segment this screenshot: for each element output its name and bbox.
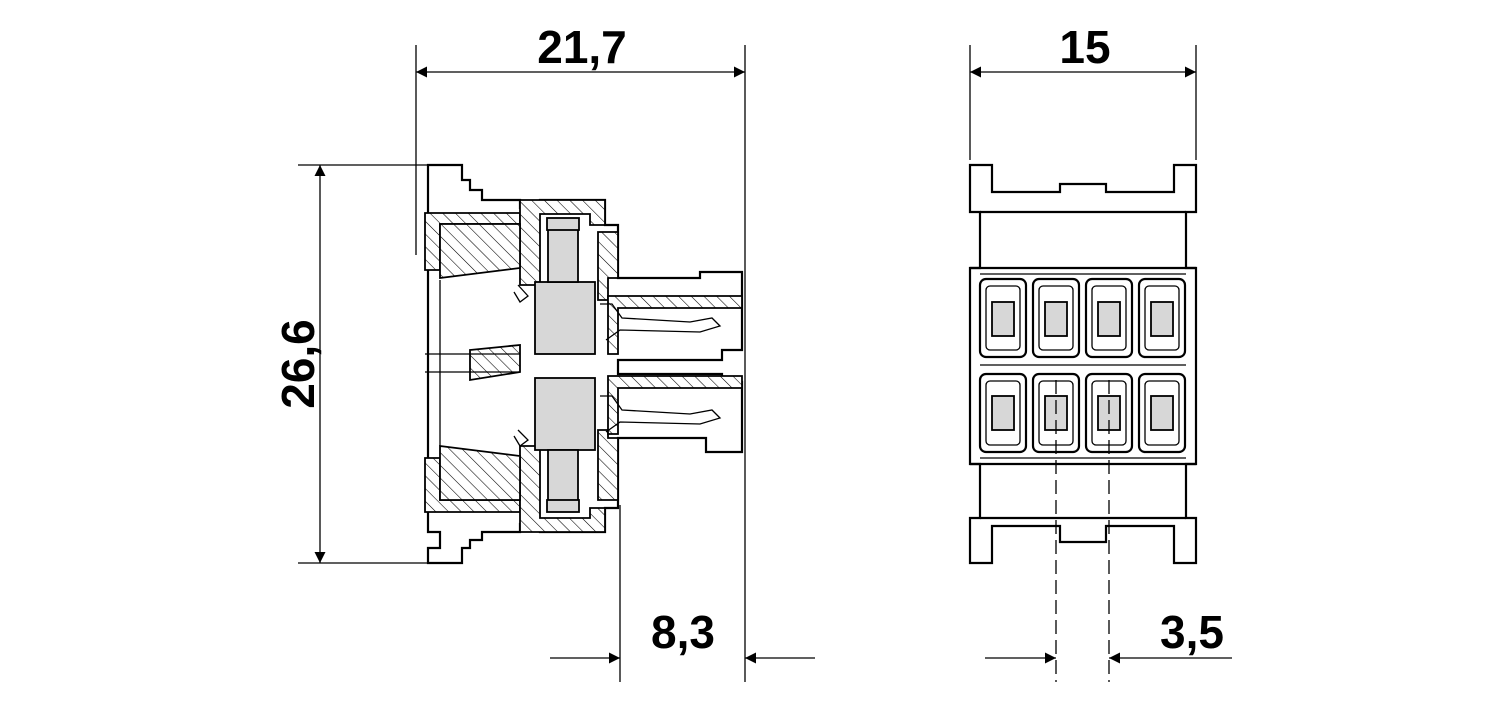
pin-housing-top — [607, 295, 743, 355]
dim-label-width: 15 — [1059, 21, 1110, 73]
clip-upper — [513, 284, 529, 303]
contact-opening — [1137, 372, 1187, 454]
side-view — [424, 163, 744, 565]
divider-rib — [469, 344, 521, 382]
dim-label-pin-depth: 8,3 — [651, 606, 715, 658]
center-frame-bottom — [519, 445, 606, 533]
contact-opening — [1031, 277, 1081, 359]
pin-cap-lower — [546, 499, 580, 513]
contact-opening — [978, 277, 1028, 359]
pin-upper — [547, 227, 579, 283]
contact-opening — [1084, 277, 1134, 359]
latch-lower — [439, 444, 521, 501]
latch-upper — [439, 223, 521, 280]
pin-lower — [547, 449, 579, 505]
contact-opening — [1137, 277, 1187, 359]
clip-lower — [513, 429, 529, 447]
center-frame-top — [519, 199, 606, 286]
dim-label-height: 26,6 — [272, 319, 324, 409]
front-outline — [968, 163, 1198, 565]
spring-contact-lower — [600, 395, 722, 433]
flange-top — [597, 231, 619, 301]
flange-bottom — [597, 429, 619, 501]
front-view — [968, 163, 1198, 565]
insert-lower — [534, 377, 596, 451]
insert-upper — [534, 281, 596, 355]
contact-opening — [978, 372, 1028, 454]
dim-label-depth: 21,7 — [537, 21, 627, 73]
contact-openings — [978, 277, 1187, 454]
dim-label-pitch: 3,5 — [1160, 606, 1224, 658]
dimension-lines-side — [298, 45, 815, 682]
pin-cap-upper — [546, 217, 580, 231]
pin-housing-bottom — [607, 375, 743, 435]
dimension-lines-front — [969, 45, 1232, 682]
spring-contact-upper — [600, 303, 722, 341]
